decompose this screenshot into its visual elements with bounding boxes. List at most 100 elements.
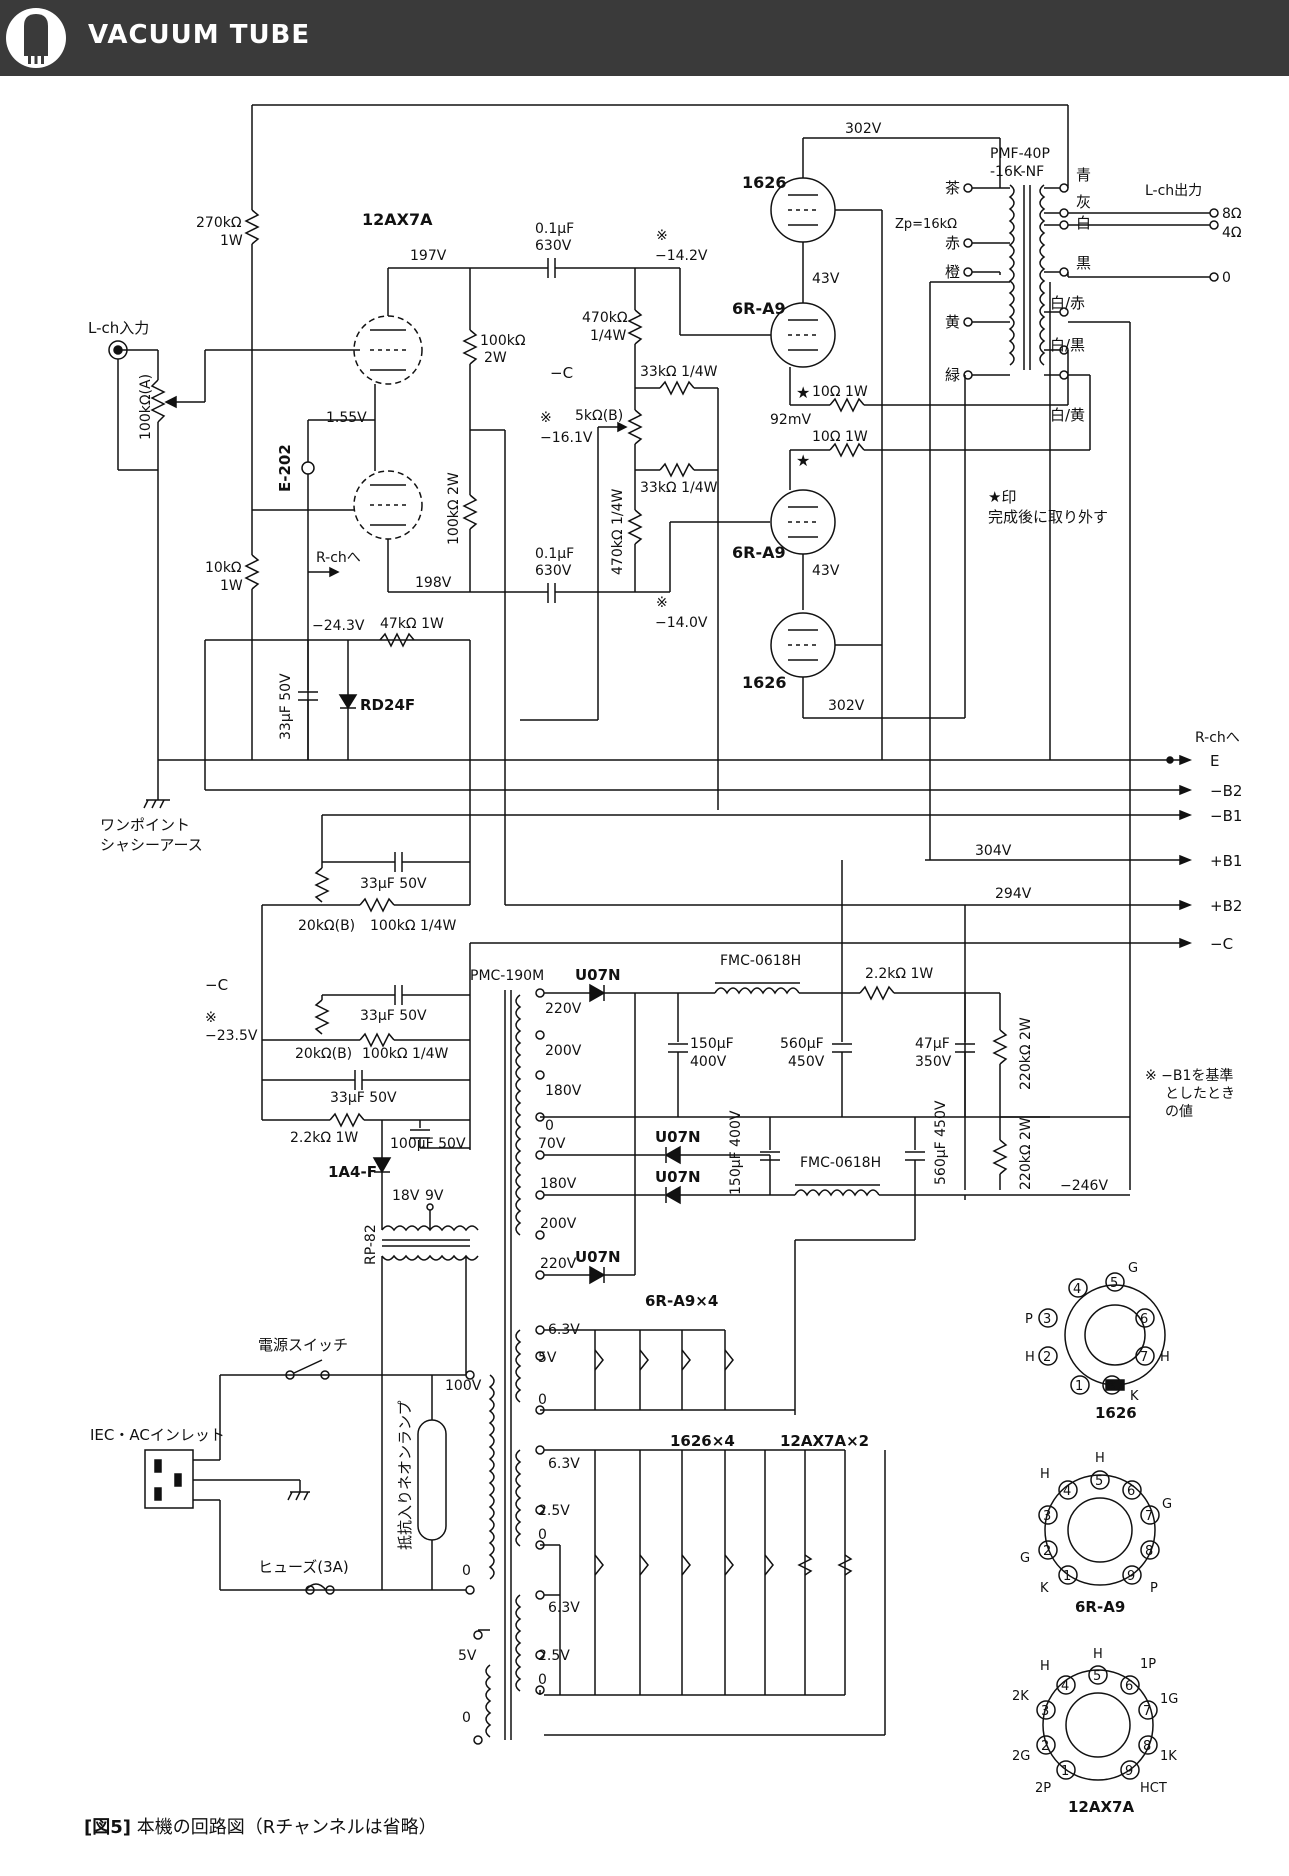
mark4: ※	[205, 1010, 217, 1026]
power-rails: R-chへ E −B2 −B1 +B1 +B2 −C 304V 294V	[158, 730, 1242, 1190]
pinout-6ra9: H H 4 5 6 3 7 G G 2 8 K 1 9 P 6R-A9	[1020, 1451, 1172, 1616]
pin12ax7-1: 1	[1061, 1764, 1069, 1779]
c47-volt: 350V	[915, 1054, 952, 1070]
ground-label-2: シャシーアース	[100, 836, 203, 854]
pin6ra9-g1: G	[1162, 1497, 1172, 1512]
pin12ax7-hct: HCT	[1140, 1781, 1167, 1796]
r100k-2w-label: 100kΩ	[480, 333, 526, 349]
output-label: L-ch出力	[1145, 183, 1202, 199]
v243-label: −24.3V	[312, 618, 365, 634]
v294-label: 294V	[995, 886, 1032, 902]
header-title: VACUUM TUBE	[88, 20, 311, 50]
pin12ax7-4: 4	[1061, 1679, 1069, 1694]
r20k-b-pot	[314, 999, 330, 1035]
r22k-label: 2.2kΩ 1W	[290, 1130, 358, 1146]
c01b-label: 0.1μF	[535, 546, 574, 562]
c01b-volt: 630V	[535, 563, 572, 579]
pin1626-6: 6	[1140, 1312, 1148, 1327]
out-8ohm: 8Ω	[1222, 206, 1242, 222]
pin1626-2: 2	[1043, 1350, 1051, 1365]
mc-label: −C	[550, 364, 573, 382]
power-transformer: PMC-190M 220V 200V 180V 0 70V 180V 200V …	[470, 968, 1130, 1740]
pmt-label: PMC-190M	[470, 968, 544, 984]
wire-midori: 緑	[945, 366, 960, 384]
pin12ax7-1p: 1P	[1140, 1657, 1156, 1672]
r10-lower	[829, 442, 865, 458]
v142-label: −14.2V	[655, 248, 708, 264]
fmc1-label: FMC-0618H	[720, 953, 801, 969]
c150a-volt: 400V	[690, 1054, 727, 1070]
r10b-label: 10Ω 1W	[812, 429, 868, 445]
pin12ax7-9: 9	[1125, 1764, 1133, 1779]
pin1626-7: 7	[1140, 1350, 1148, 1365]
t200b: 200V	[540, 1216, 577, 1232]
wire-aka: 赤	[945, 234, 960, 252]
pin1626-4: 4	[1073, 1282, 1081, 1297]
coupling-caps: 0.1μF 630V 0.1μF 630V	[535, 221, 635, 603]
c560a-volt: 450V	[788, 1054, 825, 1070]
r220b-label: 220kΩ 2W	[1018, 1117, 1034, 1190]
pin6ra9-9: 9	[1127, 1569, 1135, 1584]
wire-shirokuro: 白/黒	[1050, 336, 1085, 354]
pin6ra9-6: 6	[1127, 1484, 1135, 1499]
c33b-label: 33μF 50V	[360, 876, 427, 892]
r10k-watt-label: 1W	[220, 578, 243, 594]
wire-ki: 黄	[945, 313, 960, 331]
t220a: 220V	[545, 1001, 582, 1017]
star-mark-1: ★	[796, 383, 810, 402]
p100-label: 100V	[445, 1378, 482, 1394]
h12ax7-label: 12AX7A×2	[780, 1432, 869, 1450]
rail-b1-minus: −B1	[1210, 807, 1242, 825]
r47k-label: 47kΩ 1W	[380, 616, 444, 632]
mark1: ※	[656, 228, 668, 244]
tube-12ax7a: 12AX7A 197V 198V 1.55V	[252, 210, 535, 593]
r22k2-label: 2.2kΩ 1W	[865, 966, 933, 982]
rail-b2-plus: +B2	[1210, 897, 1242, 915]
t70: 70V	[538, 1136, 566, 1152]
h6ra9-label: 6R-A9×4	[645, 1292, 718, 1310]
pin12ax7-2g: 2G	[1012, 1749, 1030, 1764]
pin12ax7-6: 6	[1125, 1679, 1133, 1694]
mark3: ※	[540, 410, 552, 426]
caption-text: 本機の回路図（Rチャンネルは省略）	[136, 1817, 437, 1838]
nfb-resistors: 270kΩ 1W 10kΩ 1W	[196, 104, 1068, 760]
tube-1626-lower-label: 1626	[742, 673, 787, 692]
pin6ra9-h1: H	[1040, 1467, 1050, 1482]
tube-1626-upper-label: 1626	[742, 173, 787, 192]
c47-label: 47μF	[915, 1036, 950, 1052]
zp-label: Zp=16kΩ	[895, 217, 957, 232]
tube-12ax7a-label: 12AX7A	[362, 210, 433, 229]
p0b-label: 0	[462, 1710, 471, 1726]
h1626-label: 1626×4	[670, 1432, 735, 1450]
pin1626-g: G	[1128, 1261, 1138, 1276]
v304-label: 304V	[975, 843, 1012, 859]
r220k-lower	[992, 1139, 1008, 1175]
zener-label: RD24F	[360, 696, 415, 714]
pin6ra9-3: 3	[1043, 1509, 1051, 1524]
r270k-resistor	[244, 209, 260, 245]
c33d-label: 33μF 50V	[330, 1090, 397, 1106]
r470k-lower-label: 470kΩ 1/4W	[610, 488, 626, 575]
e202-label: E-202	[276, 444, 294, 492]
fmc2-label: FMC-0618H	[800, 1155, 881, 1171]
c01a-label: 0.1μF	[535, 221, 574, 237]
v43b-label: 43V	[812, 563, 840, 579]
rail-b2-minus: −B2	[1210, 782, 1242, 800]
rail-e: E	[1210, 752, 1219, 770]
wire-shiroki: 白/黄	[1050, 406, 1085, 424]
u07c-label: U07N	[655, 1168, 701, 1186]
t200a: 200V	[545, 1043, 582, 1059]
r33k-upper	[659, 380, 695, 396]
r470k-upper-watt: 1/4W	[590, 328, 627, 344]
neon-lamp-icon	[417, 1419, 447, 1541]
c33c-label: 33μF 50V	[360, 1008, 427, 1024]
pin12ax7-3: 3	[1041, 1704, 1049, 1719]
c100-label: 100μF 50V	[390, 1136, 466, 1152]
r10k-resistor	[244, 554, 260, 590]
r470k-upper	[627, 309, 643, 345]
r5k-pot	[627, 409, 643, 445]
vacuum-tube-logo-icon	[6, 8, 66, 68]
pin6ra9-4: 4	[1063, 1484, 1071, 1499]
rail-b1-plus: +B1	[1210, 852, 1242, 870]
